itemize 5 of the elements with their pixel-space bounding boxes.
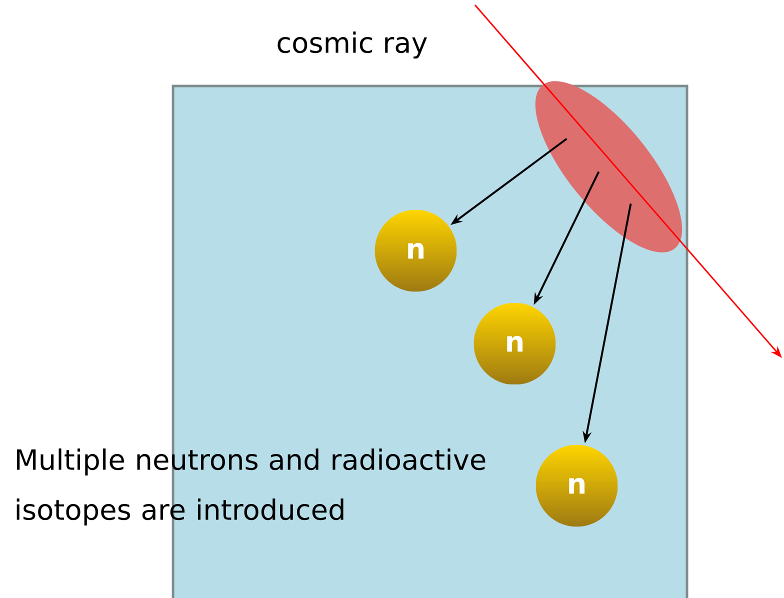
neutron-ball: n (569, 478, 585, 494)
caption-text: Multiple neutrons and radioactive isotopes are introduced (16, 448, 486, 526)
track-label: cosmic ray (278, 31, 427, 59)
neutron-ball: n (507, 336, 523, 352)
neutron-ball: n (408, 242, 424, 259)
